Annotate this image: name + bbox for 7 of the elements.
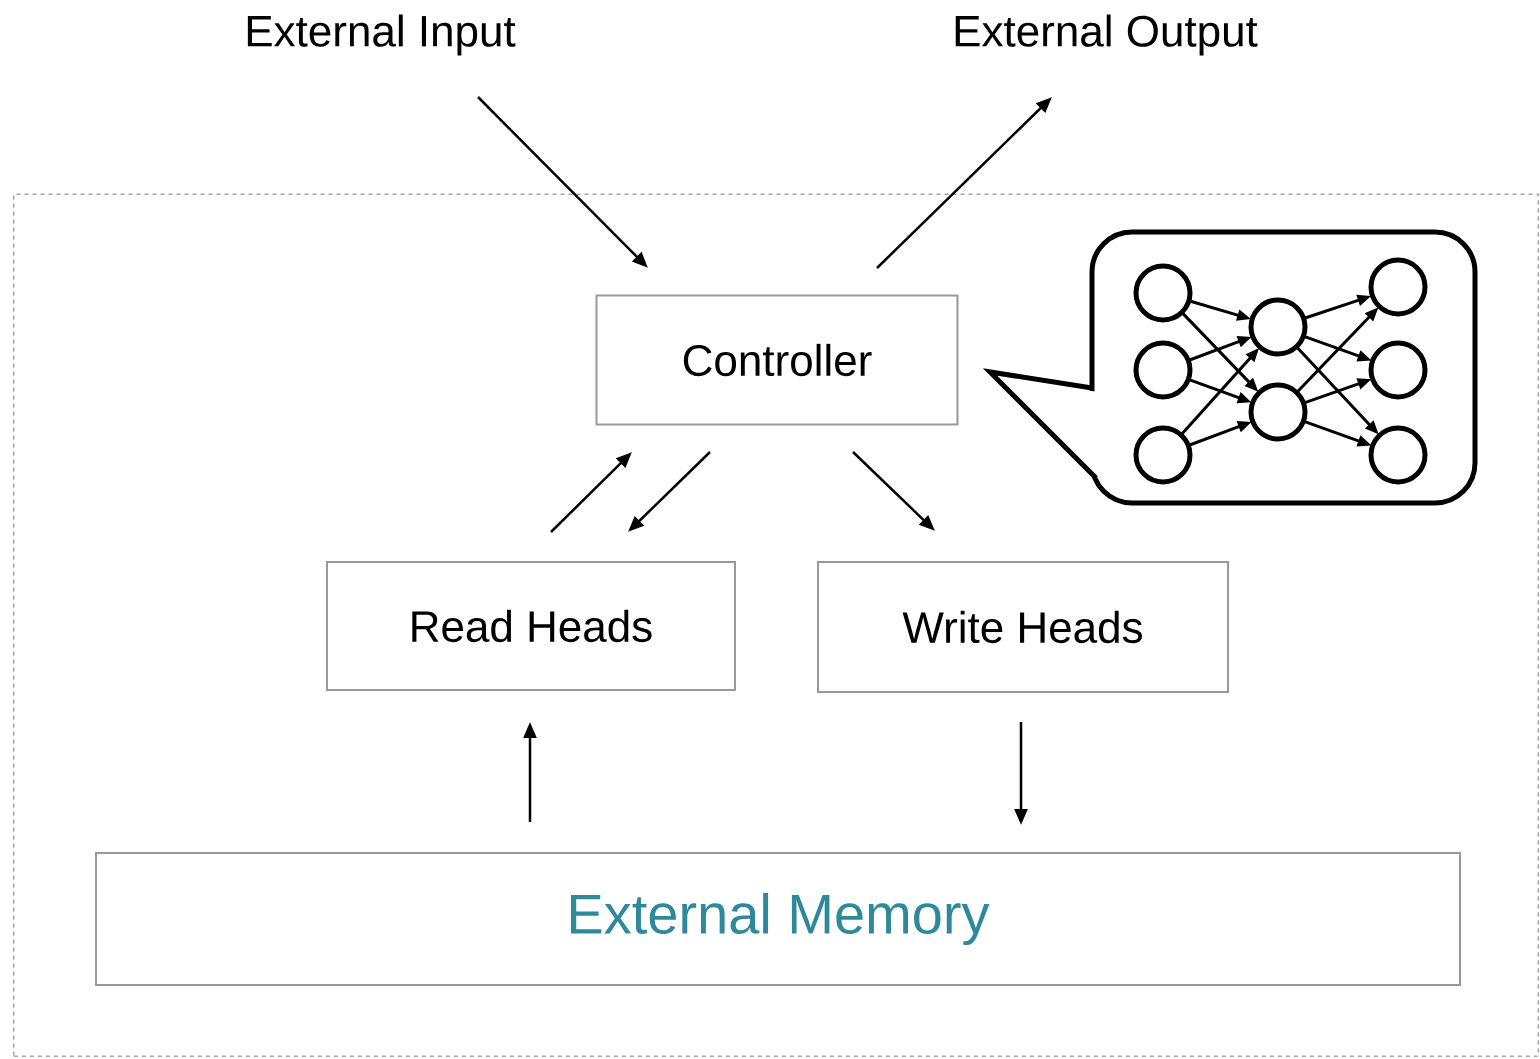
process-box: Read Heads [326, 561, 736, 691]
process-box: Controller [595, 294, 959, 426]
dashed-boundary [13, 193, 1539, 1057]
memory-box: External Memory [95, 852, 1461, 986]
process-box: Write Heads [817, 561, 1229, 693]
input-output-label: External Input [247, 14, 516, 56]
input-output-label: External Output [955, 14, 1258, 56]
